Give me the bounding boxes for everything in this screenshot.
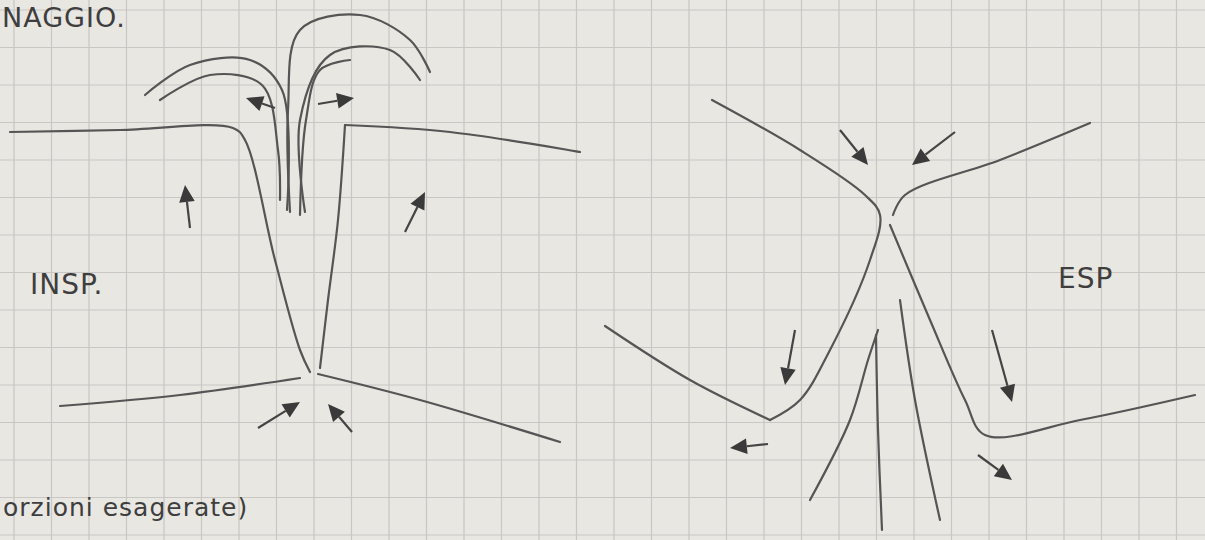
grid-line — [463, 0, 464, 540]
pencil-line — [10, 125, 310, 372]
pencil-line — [876, 335, 882, 530]
arrow-head — [780, 367, 795, 385]
arrow-shaft — [992, 330, 1007, 386]
handwritten-label: NAGGIO. — [2, 2, 126, 33]
grid-line — [201, 0, 202, 540]
grid-line — [0, 534, 1205, 535]
grid-line — [0, 84, 1205, 85]
grid-line — [126, 0, 127, 540]
arrow-group — [179, 93, 1015, 480]
grid-line — [351, 0, 352, 540]
grid-line — [0, 422, 1205, 423]
arrow-shaft — [405, 207, 417, 232]
grid-line — [0, 347, 1205, 348]
grid-line — [688, 0, 689, 540]
grid-line — [0, 384, 1205, 385]
arrow-head — [410, 192, 425, 211]
grid-line — [951, 0, 952, 540]
grid-line — [0, 122, 1205, 123]
grid-line — [0, 309, 1205, 310]
arrow-shaft — [258, 411, 286, 428]
pencil-line — [160, 74, 280, 200]
arrow-shaft — [187, 202, 190, 228]
arrow-shaft — [840, 130, 857, 152]
grid-line — [0, 197, 1205, 198]
grid-line — [1176, 0, 1177, 540]
arrow-head — [336, 93, 354, 108]
grid-line — [613, 0, 614, 540]
handwritten-label: ESP — [1058, 262, 1113, 295]
grid-line — [538, 0, 539, 540]
arrow-shaft — [339, 417, 352, 432]
grid-line — [426, 0, 427, 540]
handwritten-label: orzioni esagerate) — [3, 493, 248, 522]
pencil-line — [810, 330, 878, 500]
grid-line — [388, 0, 389, 540]
grid-line — [0, 459, 1205, 460]
pencil-line — [890, 225, 1195, 437]
pencil-line — [320, 125, 345, 368]
arrow-head — [1000, 384, 1015, 402]
pencil-line — [145, 57, 289, 210]
arrow-shaft — [318, 101, 337, 104]
pencil-line — [287, 14, 430, 212]
grid-line — [988, 0, 989, 540]
grid-line — [0, 159, 1205, 160]
arrow-head — [328, 404, 345, 422]
grid-line — [801, 0, 802, 540]
arrow-head — [994, 464, 1012, 480]
pencil-line — [605, 326, 770, 420]
grid-line — [876, 0, 877, 540]
arrow-shaft — [925, 132, 955, 155]
handwritten-label: INSP. — [30, 268, 103, 301]
grid-line — [651, 0, 652, 540]
arrow-head — [730, 438, 748, 454]
arrow-head — [246, 96, 265, 111]
pencil-line — [300, 60, 350, 215]
grid-line — [726, 0, 727, 540]
grid-line — [1026, 0, 1027, 540]
arrow-head — [851, 147, 868, 165]
grid-line — [763, 0, 764, 540]
pencil-strokes — [10, 14, 1195, 530]
arrow-shaft — [747, 444, 768, 446]
pencil-line — [900, 300, 940, 520]
arrow-shaft — [788, 330, 795, 368]
grid-line — [0, 47, 1205, 48]
arrow-head — [912, 149, 930, 165]
arrow-head — [179, 185, 194, 203]
grid-line — [838, 0, 839, 540]
pencil-line — [712, 100, 881, 420]
arrow-head — [282, 402, 300, 418]
grid-line — [1138, 0, 1139, 540]
pencil-line — [893, 123, 1090, 215]
arrow-shaft — [262, 104, 275, 108]
grid-line — [501, 0, 502, 540]
pencil-line — [318, 374, 560, 442]
arrow-shaft — [978, 455, 998, 470]
grid-line — [913, 0, 914, 540]
grid-line — [0, 272, 1205, 273]
pencil-line — [299, 46, 420, 212]
grid-line — [238, 0, 239, 540]
grid-line — [576, 0, 577, 540]
pencil-line — [60, 378, 300, 406]
grid-line — [13, 0, 14, 540]
pencil-line — [345, 125, 580, 152]
grid-line — [0, 9, 1205, 10]
grid-line — [0, 234, 1205, 235]
